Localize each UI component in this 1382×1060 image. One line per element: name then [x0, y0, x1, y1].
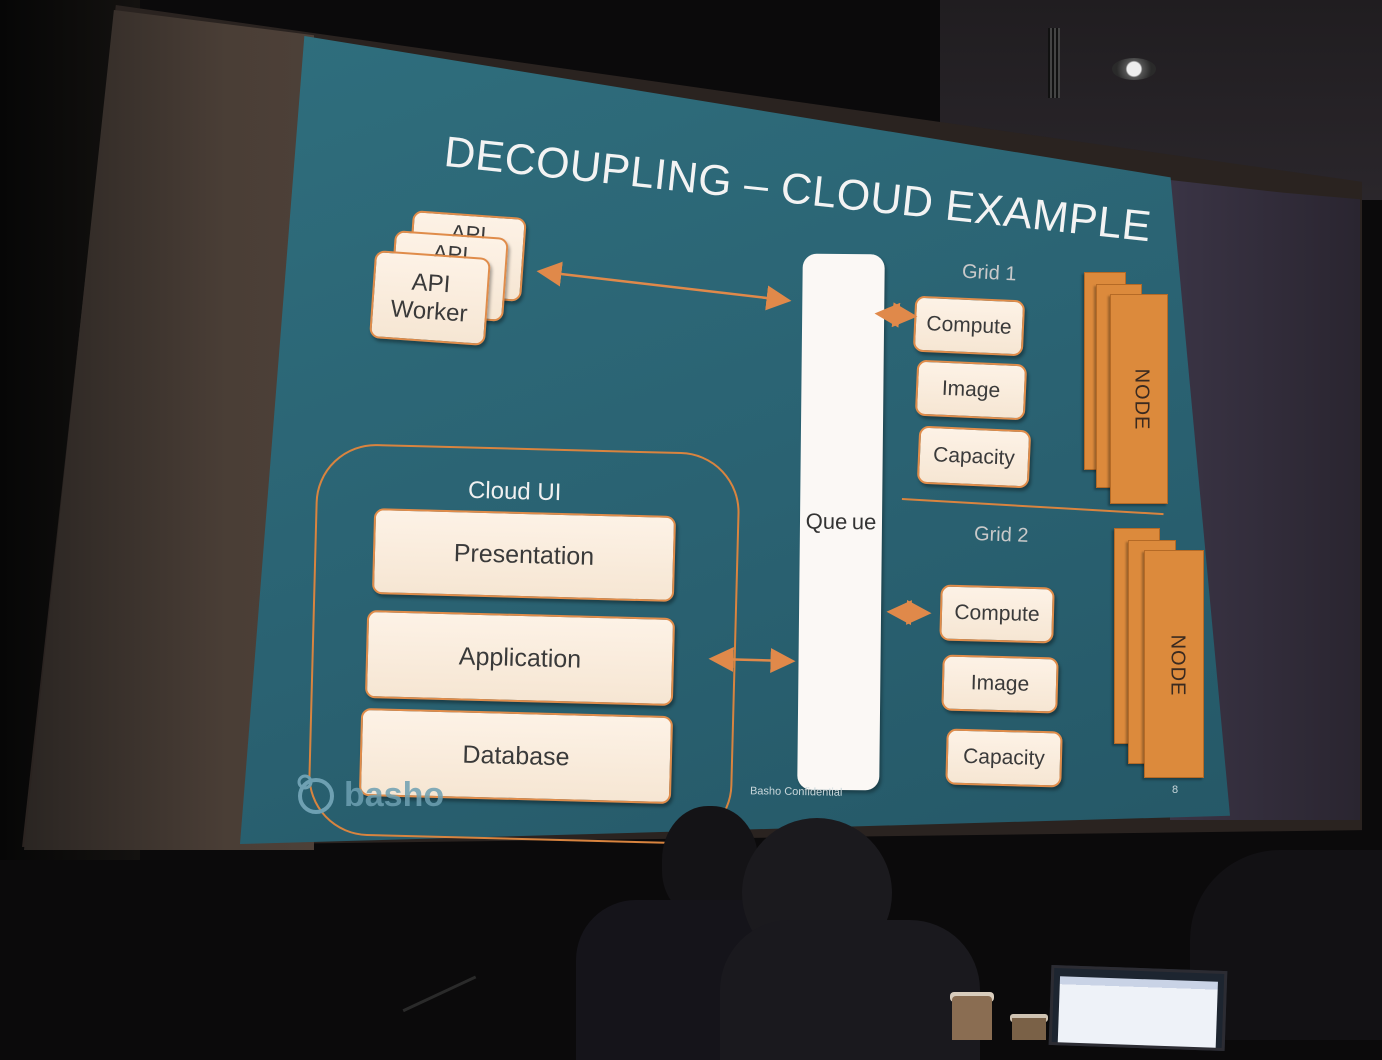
application-layer-label: Application: [458, 641, 582, 674]
grid-1-image-box: Image: [914, 359, 1028, 421]
queue-box: Que ue: [797, 253, 885, 791]
laptop: [1048, 964, 1228, 1052]
grid-2-capacity-label: Capacity: [962, 744, 1046, 771]
confidential-notice: Basho Confidential: [749, 785, 843, 799]
presentation-layer-label: Presentation: [453, 538, 595, 571]
queue-label-line1: Que: [805, 508, 848, 535]
grid-2-compute-label: Compute: [954, 600, 1040, 627]
grid-2-node-stack: NODE: [1114, 528, 1210, 780]
ceiling-light-icon: [1112, 58, 1156, 80]
grid-1-image-label: Image: [941, 376, 1001, 403]
laptop-screen: [1057, 976, 1218, 1048]
coffee-cup-2: [1012, 1018, 1046, 1040]
coffee-cup: [952, 996, 992, 1040]
grid-1-capacity-box: Capacity: [916, 425, 1032, 489]
chair-back: [402, 975, 498, 1058]
grid-2-label: Grid 2: [973, 523, 1029, 547]
basho-logo-text: basho: [344, 776, 445, 814]
grid-2-image-label: Image: [970, 671, 1030, 696]
grid-1-node-label: NODE: [1130, 368, 1153, 431]
slide-page-number: 8: [1172, 784, 1179, 796]
grid-2-compute-box: Compute: [939, 584, 1055, 644]
grid-2-node-layer-front: [1144, 550, 1204, 778]
cloud-ui-label: Cloud UI: [467, 476, 562, 507]
grid-1-compute-box: Compute: [912, 295, 1026, 357]
grid-1-compute-label: Compute: [925, 312, 1013, 339]
grid-2-node-label: NODE: [1166, 634, 1189, 697]
grid-1-node-stack: NODE: [1084, 272, 1174, 504]
application-layer-box: Application: [364, 609, 676, 707]
grid-2-image-box: Image: [941, 654, 1059, 714]
api-worker-label-line2: Worker: [389, 295, 469, 328]
grid-2-capacity-box: Capacity: [945, 728, 1063, 788]
basho-logo-icon: [297, 774, 334, 814]
presentation-layer-box: Presentation: [371, 508, 677, 602]
database-layer-label: Database: [462, 740, 570, 771]
queue-label-line2: ue: [851, 509, 877, 535]
grid-1-node-layer-front: [1110, 294, 1168, 504]
grid-1-label: Grid 1: [961, 260, 1018, 286]
ceiling-vent: [1048, 28, 1060, 98]
audience-body-right: [720, 920, 980, 1060]
grid-1-capacity-label: Capacity: [932, 443, 1016, 470]
api-worker-card: API Worker: [369, 250, 491, 346]
